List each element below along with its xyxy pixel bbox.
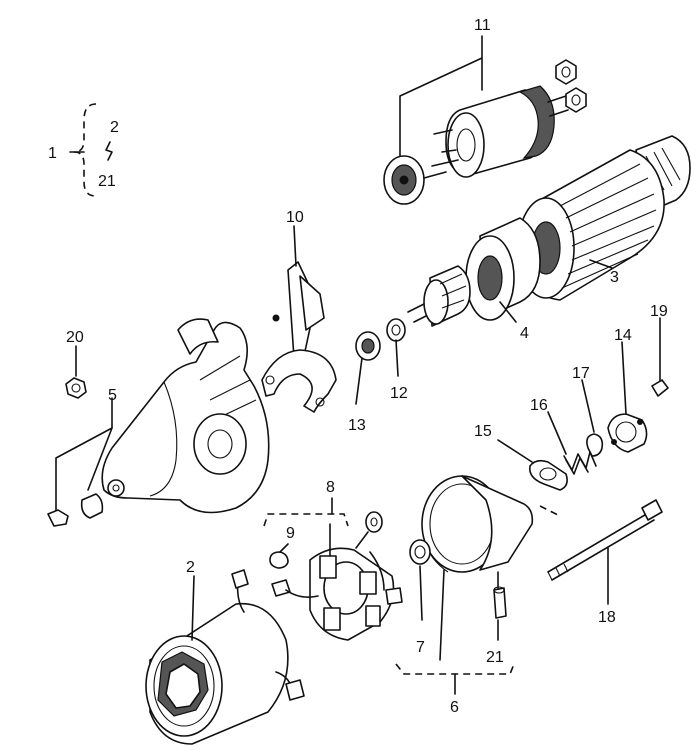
callout-15: 15 (474, 423, 492, 440)
callout-19: 19 (650, 303, 668, 320)
brush-spring (269, 543, 289, 569)
e-clip (581, 379, 604, 457)
callout-12: 12 (390, 385, 408, 402)
dowel-pin (493, 571, 507, 641)
callout-5: 5 (108, 387, 117, 404)
washer (386, 318, 406, 377)
screw (651, 317, 669, 397)
solenoid-switch (383, 35, 587, 205)
gasket (497, 439, 568, 491)
callout-3: 3 (610, 269, 619, 286)
rear-bushing (409, 539, 431, 621)
spring (547, 411, 597, 475)
armature (407, 135, 691, 323)
callout-21: 21 (486, 649, 504, 666)
end-cap (607, 341, 648, 453)
bushing (355, 331, 381, 405)
brush-holder (263, 497, 403, 641)
callout-9: 9 (286, 525, 295, 542)
bushing-set (47, 397, 113, 527)
callout-14: 14 (614, 327, 632, 344)
callout-2-group: 2 (110, 119, 119, 136)
shift-lever (261, 225, 337, 413)
callout-8: 8 (326, 479, 335, 496)
callout-7: 7 (416, 639, 425, 656)
rear-bracket (421, 475, 561, 661)
through-bolt (547, 499, 663, 605)
pinion-gear (423, 265, 517, 327)
callout-13: 13 (348, 417, 366, 434)
callout-11: 11 (474, 17, 491, 34)
nut (65, 345, 87, 399)
group-6-bracket (395, 663, 515, 675)
drive-housing (101, 318, 270, 514)
callout-2: 2 (186, 559, 195, 576)
callout-21-group: 21 (98, 173, 116, 190)
callout-6: 6 (450, 699, 459, 716)
callout-17: 17 (572, 365, 590, 382)
callout-20: 20 (66, 329, 84, 346)
callout-10: 10 (286, 209, 304, 226)
group-1-bracket (69, 103, 113, 197)
callout-1: 1 (48, 145, 57, 162)
callout-18: 18 (598, 609, 616, 626)
callout-16: 16 (530, 397, 548, 414)
callout-4: 4 (520, 325, 529, 342)
callout-labels: 1 2 21 11 10 3 4 13 12 20 5 19 14 17 16 … (48, 17, 668, 716)
yoke (145, 569, 305, 745)
